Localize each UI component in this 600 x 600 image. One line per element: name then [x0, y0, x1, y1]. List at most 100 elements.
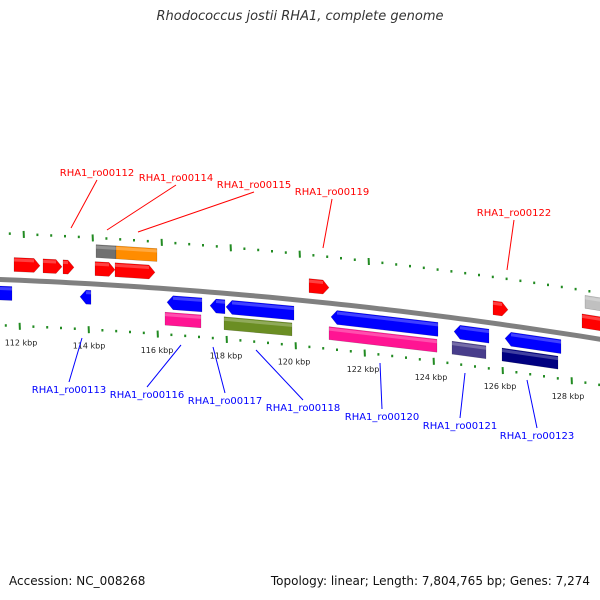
- top-scale-minor-tick: [105, 237, 108, 240]
- label-leader-line: [255, 349, 304, 401]
- scale-label: 126 kbp: [484, 382, 517, 391]
- bottom-scale-minor-tick: [267, 341, 269, 345]
- label-leader-line: [506, 219, 515, 271]
- forward-gene: [94, 261, 116, 277]
- reverse-gene: [504, 331, 562, 354]
- bottom-scale-minor-tick: [184, 334, 187, 338]
- top-scale-minor-tick: [243, 247, 246, 250]
- top-scale-minor-tick: [50, 234, 53, 237]
- gene-label: RHA1_ro00114: [139, 173, 214, 184]
- top-scale-minor-tick: [505, 277, 508, 281]
- top-scale-minor-tick: [353, 258, 356, 261]
- top-scale-minor-tick: [491, 275, 494, 279]
- top-scale-minor-tick: [450, 270, 453, 273]
- reverse-gene-highlight: [337, 311, 438, 327]
- olive-feature-highlight: [224, 317, 292, 327]
- forward-gene-highlight: [309, 279, 323, 285]
- bottom-scale-minor-tick: [142, 331, 145, 335]
- bottom-scale-minor-tick: [377, 353, 380, 356]
- bottom-scale-minor-tick: [487, 367, 490, 370]
- top-scale-minor-tick: [271, 249, 273, 253]
- reverse-gene-highlight: [86, 291, 91, 295]
- bottom-scale-minor-tick: [322, 347, 325, 350]
- gene-label: RHA1_ro00116: [110, 390, 185, 401]
- top-scale-minor-tick: [257, 248, 260, 252]
- forward-gene-highlight: [14, 258, 34, 263]
- reverse-gene: [453, 324, 490, 344]
- bottom-scale-minor-tick: [60, 326, 62, 330]
- top-scale-minor-tick: [133, 238, 135, 242]
- navy-feature: [501, 347, 559, 370]
- bottom-scale-minor-tick: [405, 356, 407, 359]
- reverse-gene: [225, 300, 295, 321]
- scale-label: 124 kbp: [415, 373, 448, 382]
- gene-label: RHA1_ro00122: [477, 208, 552, 219]
- bottom-scale-minor-tick: [4, 324, 7, 327]
- bottom-scale-minor-tick: [253, 340, 256, 343]
- reverse-gene: [209, 298, 226, 315]
- forward-gene-highlight: [582, 314, 600, 321]
- bottom-scale-minor-tick: [239, 339, 242, 342]
- forward-gene: [308, 278, 330, 295]
- light-gray-feature-highlight: [585, 296, 600, 302]
- bottom-scale-minor-tick: [129, 330, 131, 334]
- bottom-scale-minor-tick: [308, 345, 311, 349]
- reverse-gene-highlight: [511, 333, 561, 344]
- top-scale-minor-tick: [422, 266, 425, 270]
- reverse-gene-highlight: [216, 300, 225, 304]
- label-leader-line: [106, 184, 177, 231]
- bottom-scale-minor-tick: [460, 363, 463, 366]
- gene-label: RHA1_ro00118: [266, 403, 341, 414]
- top-scale-minor-tick: [574, 287, 577, 291]
- top-scale-minor-tick: [478, 273, 480, 277]
- bottom-scale-minor-tick: [115, 329, 118, 333]
- bottom-scale-minor-tick: [584, 381, 587, 384]
- bottom-scale-minor-tick: [211, 336, 214, 340]
- forward-gene: [114, 262, 156, 280]
- bottom-scale-minor-tick: [556, 377, 559, 380]
- bottom-scale-minor-tick: [515, 371, 518, 374]
- top-scale-minor-tick: [326, 255, 329, 258]
- reverse-gene: [79, 289, 92, 305]
- reverse-gene: [166, 295, 203, 313]
- reverse-gene: [0, 285, 13, 301]
- label-leader-line: [70, 179, 98, 229]
- top-scale-minor-tick: [174, 241, 177, 245]
- bottom-scale-minor-tick: [32, 325, 35, 328]
- gray-feature-highlight: [96, 245, 116, 250]
- genome-backbone: [0, 277, 600, 342]
- top-scale-minor-tick: [8, 232, 11, 235]
- accession-text: Accession: NC_008268: [9, 574, 146, 588]
- top-scale-minor-tick: [409, 264, 411, 268]
- bottom-scale-minor-tick: [529, 373, 532, 376]
- scale-label: 116 kbp: [141, 346, 174, 355]
- reverse-gene-highlight: [0, 287, 12, 291]
- bottom-scale-minor-tick: [474, 365, 476, 368]
- scale-label: 128 kbp: [552, 392, 585, 401]
- top-scale-minor-tick: [36, 233, 39, 237]
- reverse-gene: [330, 310, 439, 337]
- forward-gene: [13, 257, 41, 273]
- top-scale-minor-tick: [77, 235, 80, 239]
- top-scale-minor-tick: [284, 251, 287, 254]
- top-scale-minor-tick: [340, 256, 342, 260]
- forward-gene: [62, 259, 75, 275]
- bottom-scale-minor-tick: [101, 329, 104, 332]
- forward-gene-highlight: [115, 263, 149, 269]
- map-title: Rhodococcus jostii RHA1, complete genome: [156, 9, 444, 24]
- top-scale-minor-tick: [533, 281, 536, 285]
- bottom-scale-minor-tick: [543, 375, 545, 378]
- label-leader-line: [137, 191, 255, 233]
- light-gray-feature: [584, 295, 600, 311]
- label-leader-line: [146, 344, 182, 388]
- pink-feature: [164, 311, 202, 329]
- scale-label: 118 kbp: [210, 351, 243, 360]
- reverse-gene-highlight: [460, 326, 489, 334]
- top-scale-minor-tick: [64, 234, 66, 238]
- label-leader-line: [459, 372, 466, 419]
- top-scale-minor-tick: [464, 271, 467, 275]
- top-scale-minor-tick: [436, 268, 439, 271]
- gene-label: RHA1_ro00115: [217, 180, 292, 191]
- bottom-scale-minor-tick: [170, 333, 173, 337]
